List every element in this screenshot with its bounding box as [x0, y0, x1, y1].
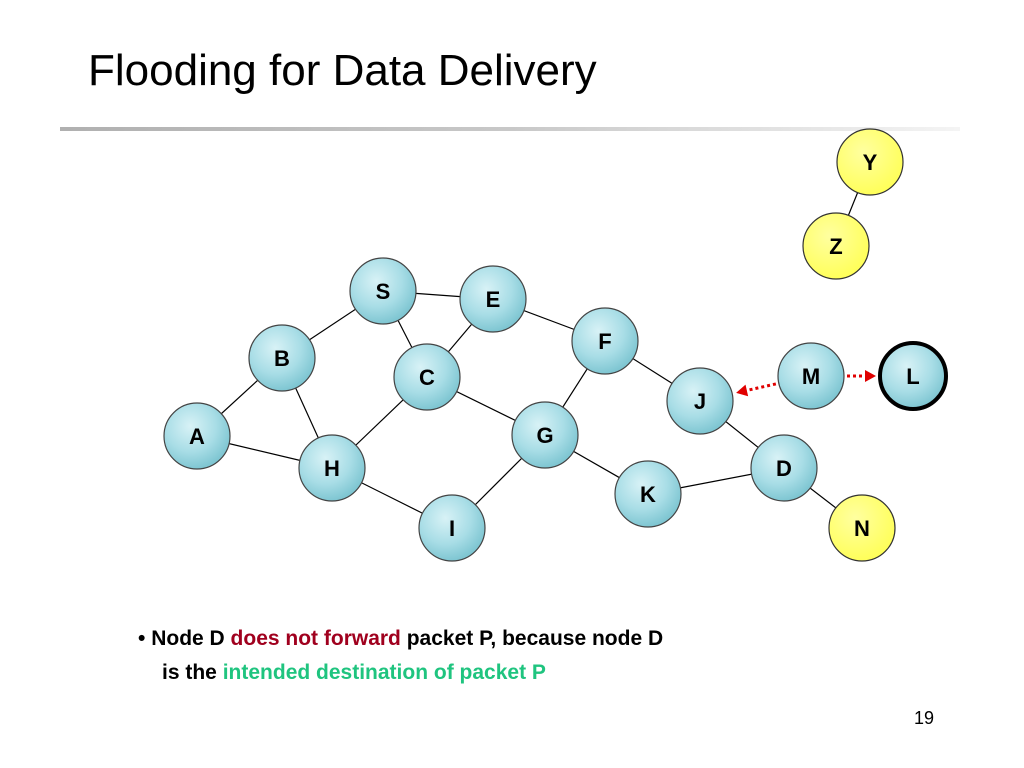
- node-K: K: [614, 460, 682, 528]
- node-label-H: H: [324, 456, 340, 481]
- node-circle-L: [878, 341, 948, 411]
- bullet-line-1: • Node D does not forward packet P, beca…: [138, 622, 898, 656]
- node-S: S: [349, 257, 417, 325]
- node-A: A: [163, 402, 231, 470]
- node-circle-C: [393, 343, 461, 411]
- bullet-text-node-d: Node D: [151, 627, 225, 650]
- node-circle-K: [614, 460, 682, 528]
- node-label-C: C: [419, 365, 435, 390]
- bullet-text: • Node D does not forward packet P, beca…: [138, 622, 898, 690]
- node-circle-H: [298, 434, 366, 502]
- node-label-E: E: [486, 287, 501, 312]
- node-label-L: L: [906, 364, 919, 389]
- node-circle-Z: [802, 212, 870, 280]
- node-F: F: [571, 307, 639, 375]
- node-label-S: S: [376, 279, 391, 304]
- node-circle-M: [777, 342, 845, 410]
- node-circle-N: [828, 494, 896, 562]
- node-circle-G: [511, 401, 579, 469]
- node-circle-S: [349, 257, 417, 325]
- slide-title: Flooding for Data Delivery: [88, 46, 597, 95]
- node-circle-A: [163, 402, 231, 470]
- node-Z: Z: [802, 212, 870, 280]
- arrow-M-to-L: [847, 370, 876, 382]
- node-label-J: J: [694, 389, 706, 414]
- node-E: E: [459, 265, 527, 333]
- node-N: N: [828, 494, 896, 562]
- node-L: L: [878, 341, 948, 411]
- node-circle-E: [459, 265, 527, 333]
- node-label-B: B: [274, 346, 290, 371]
- node-label-G: G: [536, 423, 553, 448]
- node-H: H: [298, 434, 366, 502]
- node-circle-J: [666, 367, 734, 435]
- node-label-D: D: [776, 456, 792, 481]
- node-J: J: [666, 367, 734, 435]
- nodes-layer: S E F B C M L J A G H D K I N Y Z: [163, 128, 948, 562]
- bullet-text-intended-destination: intended destination of packet P: [222, 661, 546, 684]
- bullet-text-is-the: is the: [162, 661, 217, 684]
- node-C: C: [393, 343, 461, 411]
- arrows-layer: [736, 370, 876, 397]
- node-label-M: M: [802, 364, 820, 389]
- node-circle-F: [571, 307, 639, 375]
- node-G: G: [511, 401, 579, 469]
- node-D: D: [750, 434, 818, 502]
- bullet-text-packet-p: packet P, because node D: [406, 627, 664, 650]
- title-underline: [60, 127, 960, 131]
- page-number: 19: [914, 708, 935, 728]
- node-label-Z: Z: [829, 234, 842, 259]
- node-label-F: F: [598, 329, 611, 354]
- arrow-M-to-J: [736, 382, 777, 397]
- node-circle-B: [248, 324, 316, 392]
- node-label-Y: Y: [863, 150, 878, 175]
- bullet-marker: •: [138, 627, 146, 650]
- bullet-line-2: is the intended destination of packet P: [138, 656, 898, 690]
- node-label-K: K: [640, 482, 656, 507]
- node-I: I: [418, 494, 486, 562]
- node-label-A: A: [189, 424, 205, 449]
- bullet-text-does-not-forward: does not forward: [230, 627, 401, 650]
- node-circle-D: [750, 434, 818, 502]
- node-circle-I: [418, 494, 486, 562]
- node-Y: Y: [836, 128, 904, 196]
- node-B: B: [248, 324, 316, 392]
- node-label-I: I: [449, 516, 455, 541]
- node-M: M: [777, 342, 845, 410]
- node-label-N: N: [854, 516, 870, 541]
- node-circle-Y: [836, 128, 904, 196]
